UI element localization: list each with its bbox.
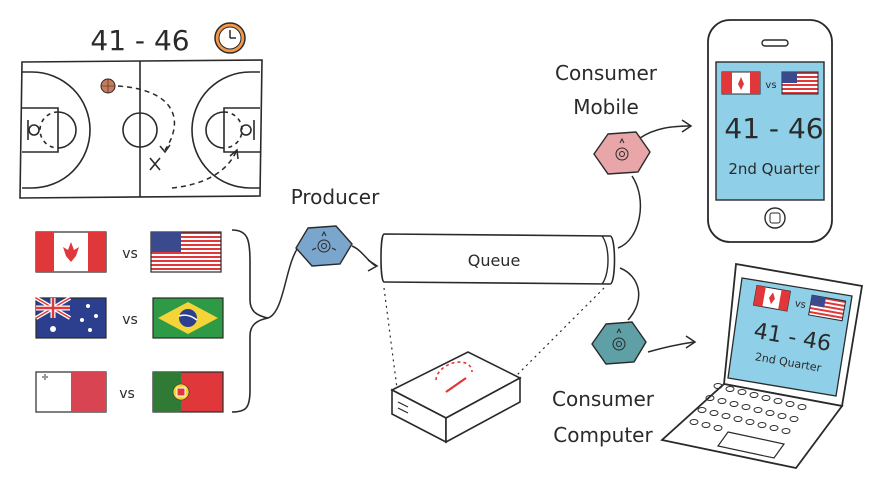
phone-score-text: 41 - 46 [724,112,823,145]
laptop-vs-text: vs [794,298,807,311]
producer-node [295,225,353,267]
queue-box [380,233,616,285]
consumer-computer-node [591,321,647,365]
queue-label: Queue [468,251,521,270]
usa-flag [150,231,222,273]
vs-text: vs [119,386,135,402]
portugal-flag [152,371,224,413]
score-text: 41 - 46 [90,24,189,57]
queue-to-computer-line [619,267,640,321]
storage-server-icon [390,351,522,444]
clock-icon [214,22,246,54]
brace-to-producer-line [267,244,301,319]
laptop-canada-flag [752,284,792,312]
consumer-mobile-label-line2: Mobile [573,95,639,119]
producer-label: Producer [291,185,380,209]
storage-link-right [513,287,605,379]
phone-period-text: 2nd Quarter [728,160,820,178]
consumer-mobile-label-line1: Consumer [555,61,658,85]
group-brace [231,229,269,413]
basketball-icon [100,78,116,94]
pass-route-arrow [171,151,237,189]
consumer-computer-label-line1: Consumer [552,387,655,411]
brazil-flag [152,297,224,339]
consumer-computer-label-line2: Computer [553,423,653,447]
player-x-mark [149,157,161,171]
storage-link-left [383,287,399,397]
malta-flag [35,371,107,413]
phone-usa-flag [781,71,819,95]
laptop-usa-flag [808,294,847,322]
phone-canada-flag [721,71,761,95]
vs-text: vs [122,312,138,328]
queue-to-mobile-line [617,175,642,249]
phone-vs-text: vs [765,80,776,91]
australia-flag [34,296,107,339]
keyboard-keys [689,383,807,434]
consumer-mobile-node [593,131,651,175]
basketball-court [19,59,263,199]
canada-flag [35,231,107,273]
vs-text: vs [122,246,138,262]
computer-to-laptop-arrow [647,341,695,353]
mobile-to-phone-arrow [639,125,691,139]
play-route-arrow [117,85,176,151]
